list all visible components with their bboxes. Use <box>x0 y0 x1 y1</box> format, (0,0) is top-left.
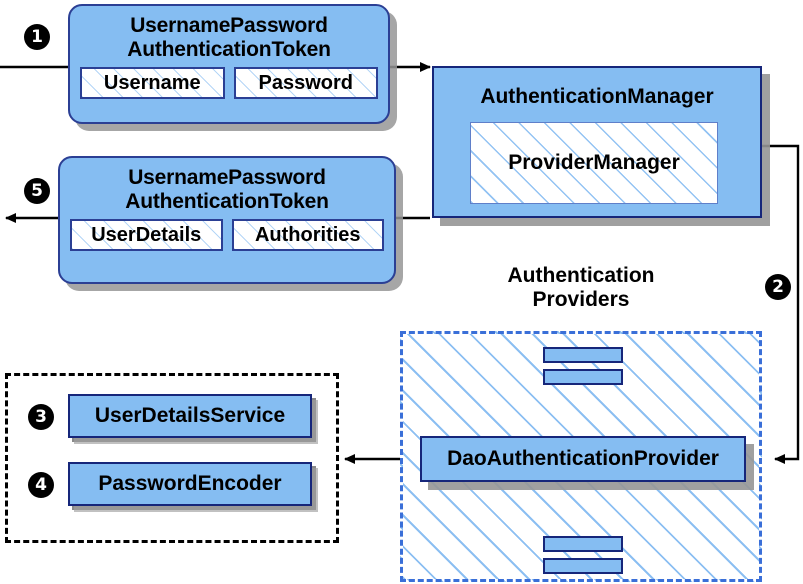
response-token-title-line2: AuthenticationToken <box>125 189 329 213</box>
request-token-title-line1: UsernamePassword <box>130 14 328 37</box>
step-bullet-4: 4 <box>28 472 54 498</box>
request-token-slots: Username Password <box>70 61 388 100</box>
request-token-title: UsernamePassword AuthenticationToken <box>70 6 388 61</box>
password-slot: Password <box>233 67 378 100</box>
providers-caption-line2: Providers <box>532 287 630 311</box>
step-bullet-5: 5 <box>24 178 50 204</box>
step-bullet-2: 2 <box>765 274 791 300</box>
request-authentication-token-box: UsernamePassword AuthenticationToken Use… <box>68 4 390 124</box>
authentication-manager-title: AuthenticationManager <box>480 85 714 108</box>
user-details-service-chip: UserDetailsService <box>68 394 312 438</box>
dao-authentication-provider-box: DaoAuthenticationProvider <box>420 436 746 482</box>
dao-authentication-provider-title: DaoAuthenticationProvider <box>447 447 719 470</box>
provider-placeholder-bar-4 <box>543 558 623 574</box>
providers-caption-line1: Authentication <box>507 264 655 287</box>
response-token-slots: UserDetails Authorities <box>60 213 394 252</box>
response-token-title-line1: UsernamePassword <box>128 166 326 189</box>
response-token-title: UsernamePassword AuthenticationToken <box>60 158 394 213</box>
provider-placeholder-bar-3 <box>543 536 623 552</box>
userdetails-slot: UserDetails <box>70 219 223 252</box>
provider-placeholder-bar-2 <box>543 369 623 385</box>
response-authentication-token-box: UsernamePassword AuthenticationToken Use… <box>58 156 396 284</box>
request-token-title-line2: AuthenticationToken <box>127 37 331 61</box>
password-encoder-chip: PasswordEncoder <box>68 462 312 506</box>
provider-manager-panel: ProviderManager <box>470 122 718 204</box>
step-bullet-3: 3 <box>28 404 54 430</box>
step-bullet-1: 1 <box>24 24 50 50</box>
authorities-slot: Authorities <box>231 219 384 252</box>
authentication-providers-caption: Authentication Providers <box>475 264 687 311</box>
support-services-region <box>5 373 339 543</box>
username-slot: Username <box>80 67 225 100</box>
provider-placeholder-bar-1 <box>543 347 623 363</box>
